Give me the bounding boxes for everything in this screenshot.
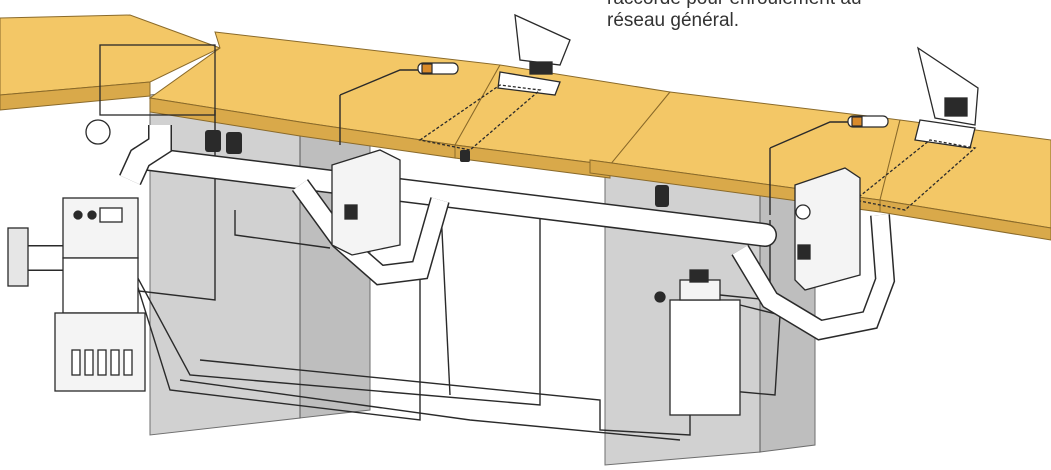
- control-box: [654, 269, 741, 416]
- central-unit-icon: [7, 44, 216, 392]
- floor-outlet-left: [418, 13, 571, 151]
- floor-slab-5-edge: [879, 199, 1051, 241]
- floor-slab-3-edge: [454, 144, 611, 179]
- floor-outlet-right: [853, 46, 979, 211]
- unit-grille: [71, 349, 133, 376]
- wall-inlet-left: [331, 149, 401, 256]
- vacuum-pipes: [20, 125, 896, 341]
- wall-inlet-icon: [331, 149, 401, 256]
- caption-line-1: raccordé pour enroulement au: [607, 0, 1047, 10]
- exhaust-outlet-icon: [7, 227, 29, 287]
- hose-handle-icon: [417, 62, 889, 128]
- floor-outlet-icon: [914, 119, 976, 149]
- caption-line-2: réseau général.: [607, 10, 740, 31]
- inlet-port-icon: [85, 119, 111, 145]
- pipe-couplings: [205, 130, 669, 207]
- caption-text: raccordé pour enroulement au réseau géné…: [607, 0, 1047, 40]
- floor-slab-1: [0, 14, 222, 96]
- floor-slabs: [0, 14, 1051, 241]
- floor-slab-5: [879, 119, 1051, 229]
- wall-inlet-icon: [794, 167, 861, 291]
- wall-inlet-right: [794, 167, 861, 291]
- floor-outlet-icon: [497, 71, 561, 96]
